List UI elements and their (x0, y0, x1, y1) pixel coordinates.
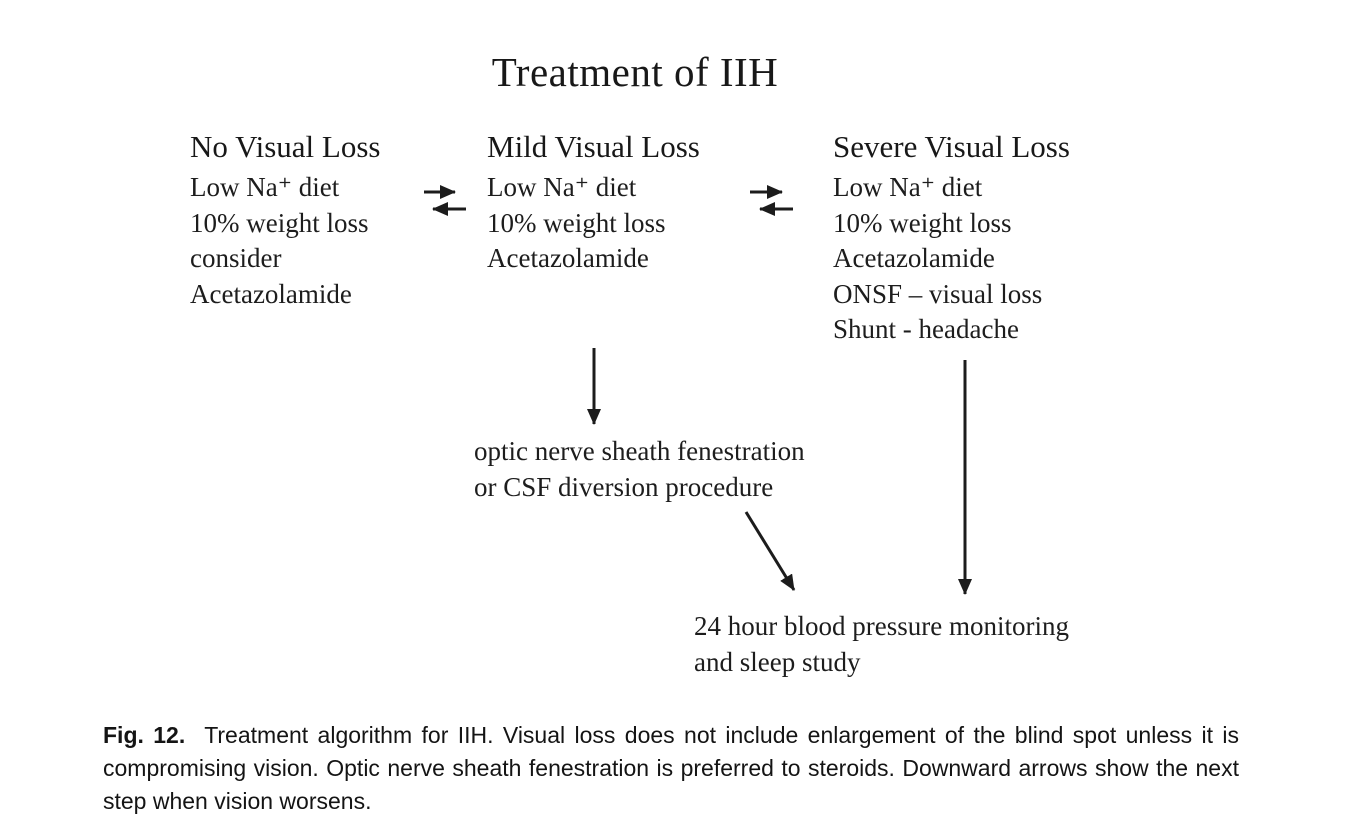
column-no-visual-loss: No Visual Loss Low Na⁺ diet 10% weight l… (190, 126, 380, 312)
treatment-item: Low Na⁺ diet (833, 172, 983, 202)
treatment-item: Acetazolamide (833, 243, 995, 273)
arrow-mild-severe-bidirectional (750, 185, 793, 216)
treatment-item: Acetazolamide (487, 243, 649, 273)
figure-caption-label: Fig. 12. (103, 722, 186, 748)
figure-caption-text: Treatment algorithm for IIH. Visual loss… (103, 722, 1239, 814)
node-text-line: and sleep study (694, 647, 861, 677)
column-heading: No Visual Loss (190, 129, 381, 164)
node-text-line: or CSF diversion procedure (474, 472, 774, 502)
treatment-item: Low Na⁺ diet (487, 172, 637, 202)
node-text-line: optic nerve sheath fenestration (474, 436, 805, 466)
treatment-item: ONSF – visual loss (833, 278, 1043, 309)
arrow-no-mild-bidirectional (424, 185, 466, 216)
figure-caption: Fig. 12. Treatment algorithm for IIH. Vi… (103, 719, 1239, 818)
node-onsf-csf-diversion: optic nerve sheath fenestration or CSF d… (474, 433, 805, 505)
column-heading: Severe Visual Loss (833, 129, 1070, 164)
treatment-item: consider (190, 243, 282, 273)
node-bp-monitoring-sleep-study: 24 hour blood pressure monitoring and sl… (694, 608, 1069, 680)
treatment-item: 10% weight loss (833, 207, 1012, 238)
column-mild-visual-loss: Mild Visual Loss Low Na⁺ diet 10% weight… (487, 126, 700, 277)
treatment-item: 10% weight loss (190, 207, 369, 238)
column-severe-visual-loss: Severe Visual Loss Low Na⁺ diet 10% weig… (833, 126, 1070, 348)
column-heading: Mild Visual Loss (487, 129, 700, 164)
treatment-item: Low Na⁺ diet (190, 172, 340, 202)
node-text-line: 24 hour blood pressure monitoring (694, 611, 1069, 641)
treatment-item: Acetazolamide (190, 278, 352, 309)
treatment-item: Shunt - headache (833, 314, 1019, 344)
diagram-title: Treatment of IIH (491, 49, 779, 95)
treatment-item: 10% weight loss (487, 207, 666, 238)
arrow-onsf-to-bp (744, 511, 796, 591)
